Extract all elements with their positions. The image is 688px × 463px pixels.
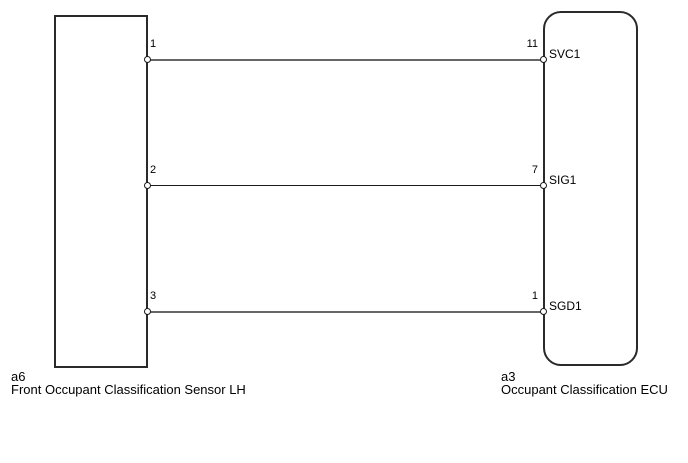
sensor-name: Front Occupant Classification Sensor LH <box>11 382 246 397</box>
ecu-pin-7-dot <box>540 182 547 189</box>
ecu-code: a3 <box>501 369 516 384</box>
sensor-pin-2-dot <box>144 182 151 189</box>
sensor-pin-3-dot <box>144 308 151 315</box>
ecu-name: Occupant Classification ECU <box>501 382 668 397</box>
sensor-code: a6 <box>11 369 26 384</box>
ecu-pin-1-dot <box>540 308 547 315</box>
wire-sgd1 <box>147 311 544 313</box>
ecu-pin-11-label: SVC1 <box>549 47 581 61</box>
wire-sig1 <box>147 185 544 186</box>
sensor-pin-1-dot <box>144 56 151 63</box>
ecu-pin-1-number: 1 <box>531 290 538 302</box>
ecu-pin-1-label: SGD1 <box>549 299 582 313</box>
ecu-pin-11-number: 11 <box>526 38 538 50</box>
sensor-pin-3-number: 3 <box>150 290 157 302</box>
wire-svc1 <box>147 59 544 61</box>
ecu-pin-11-dot <box>540 56 547 63</box>
ecu-pin-7-number: 7 <box>531 164 538 176</box>
sensor-box-outline <box>54 15 148 368</box>
ecu-pin-7-label: SIG1 <box>549 173 577 187</box>
sensor-pin-1-number: 1 <box>150 38 157 50</box>
sensor-pin-2-number: 2 <box>150 164 157 176</box>
